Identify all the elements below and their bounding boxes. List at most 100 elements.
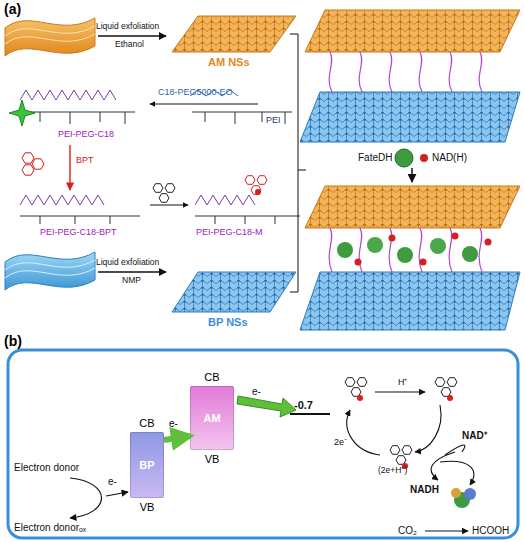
art-circle (451, 488, 461, 498)
art-path (440, 461, 474, 485)
text-label: Ethanol (115, 40, 144, 49)
text-label: e- (108, 476, 117, 487)
art-circle (389, 235, 396, 242)
green-star (9, 100, 35, 126)
art-path (5, 26, 95, 44)
cofactor-dot (420, 154, 428, 162)
text-label: Liquid exfoliation (96, 258, 159, 267)
art-circle (397, 247, 413, 263)
art-path (20, 216, 140, 224)
process-arrow (98, 271, 166, 272)
band-label: BP (139, 459, 154, 471)
am-sheet (172, 16, 296, 52)
text-label: Liquid exfoliation (96, 22, 159, 31)
text-label: AM NSs (208, 56, 250, 68)
text-label: -0.7 (294, 399, 313, 411)
art-polygon (305, 10, 520, 52)
art-polygon (447, 378, 457, 387)
text-label: Electron donor (14, 462, 79, 473)
text-label: (b) (4, 334, 22, 349)
art-line (150, 104, 258, 105)
electron-arrow (164, 436, 190, 440)
band-label: CB (204, 371, 219, 383)
art-path (431, 452, 455, 480)
art-circle (447, 395, 453, 401)
text-label: NAD(H) (432, 152, 467, 163)
text-label: NAD⁺ (462, 430, 487, 441)
enzyme-blob (451, 488, 476, 508)
text-label: PEI-PEG-C18 (58, 130, 114, 140)
text-label: e- (252, 386, 261, 397)
text-label: (a) (4, 2, 21, 17)
edge-label: e- (169, 418, 178, 429)
text-label: FateDH (358, 152, 392, 163)
art-polygon (257, 176, 267, 185)
art-polygon (251, 186, 261, 195)
band-label: AM (203, 412, 220, 424)
art-polygon (390, 446, 400, 455)
art-path (375, 391, 425, 392)
art-polygon (300, 92, 520, 142)
art-path (20, 195, 104, 205)
text-label: BPT (76, 156, 94, 166)
art-polygon (159, 194, 169, 203)
band-label: VB (205, 453, 220, 465)
energy-band: CBAMVB (190, 386, 234, 450)
hybrid-top (300, 10, 520, 142)
text-label: Electron donorₒₓ (14, 522, 86, 533)
art-line (425, 530, 468, 531)
enzyme-icon (395, 149, 413, 167)
art-circle (485, 239, 492, 246)
text-label: PEI (266, 116, 281, 126)
art-path (329, 52, 482, 92)
art-circle (464, 488, 476, 500)
energy-band: CBBPVB (130, 432, 164, 498)
electron-arrow (237, 396, 296, 417)
art-circle (367, 237, 383, 253)
text-label: HCOOH (472, 525, 509, 536)
text-label: H⁺ (398, 378, 408, 388)
text-label: 2e⁻ (334, 438, 347, 448)
art-path (195, 216, 300, 224)
art-polygon (435, 378, 445, 387)
electron-arrow (106, 492, 128, 496)
art-polygon (396, 456, 406, 465)
panel-frame (8, 350, 518, 538)
art-circle (452, 233, 459, 240)
art-path (20, 90, 116, 100)
art-polygon (300, 272, 520, 330)
art-circle (430, 238, 446, 254)
art-polygon (357, 378, 367, 387)
art-path (415, 405, 441, 452)
art-path (5, 260, 95, 278)
text-label: (2e+H⁺) (378, 466, 407, 475)
potential-line (290, 413, 330, 415)
art-polygon (402, 446, 412, 455)
band-label: VB (140, 501, 155, 513)
art-circle (357, 395, 363, 401)
art-polygon (32, 159, 44, 169)
process-arrow (98, 35, 166, 36)
text-label: NADH (410, 484, 439, 495)
art-polygon (345, 378, 355, 387)
text-label: BP NSs (208, 316, 248, 328)
hybrid-bottom (300, 186, 520, 330)
art-polygon (441, 388, 451, 397)
text-label: CO₂ (398, 525, 417, 536)
art-path (347, 410, 380, 455)
band-label: CB (139, 417, 154, 429)
bp-bulk (5, 252, 95, 290)
art-path (5, 252, 95, 290)
art-circle (337, 242, 353, 258)
text-label: NMP (122, 276, 141, 285)
art-polygon (22, 153, 34, 163)
art-polygon (245, 176, 255, 185)
am-bulk (5, 18, 95, 56)
art-line (69, 145, 70, 190)
bracket (290, 34, 306, 292)
process-arrow (411, 168, 413, 182)
art-polygon (165, 184, 175, 193)
